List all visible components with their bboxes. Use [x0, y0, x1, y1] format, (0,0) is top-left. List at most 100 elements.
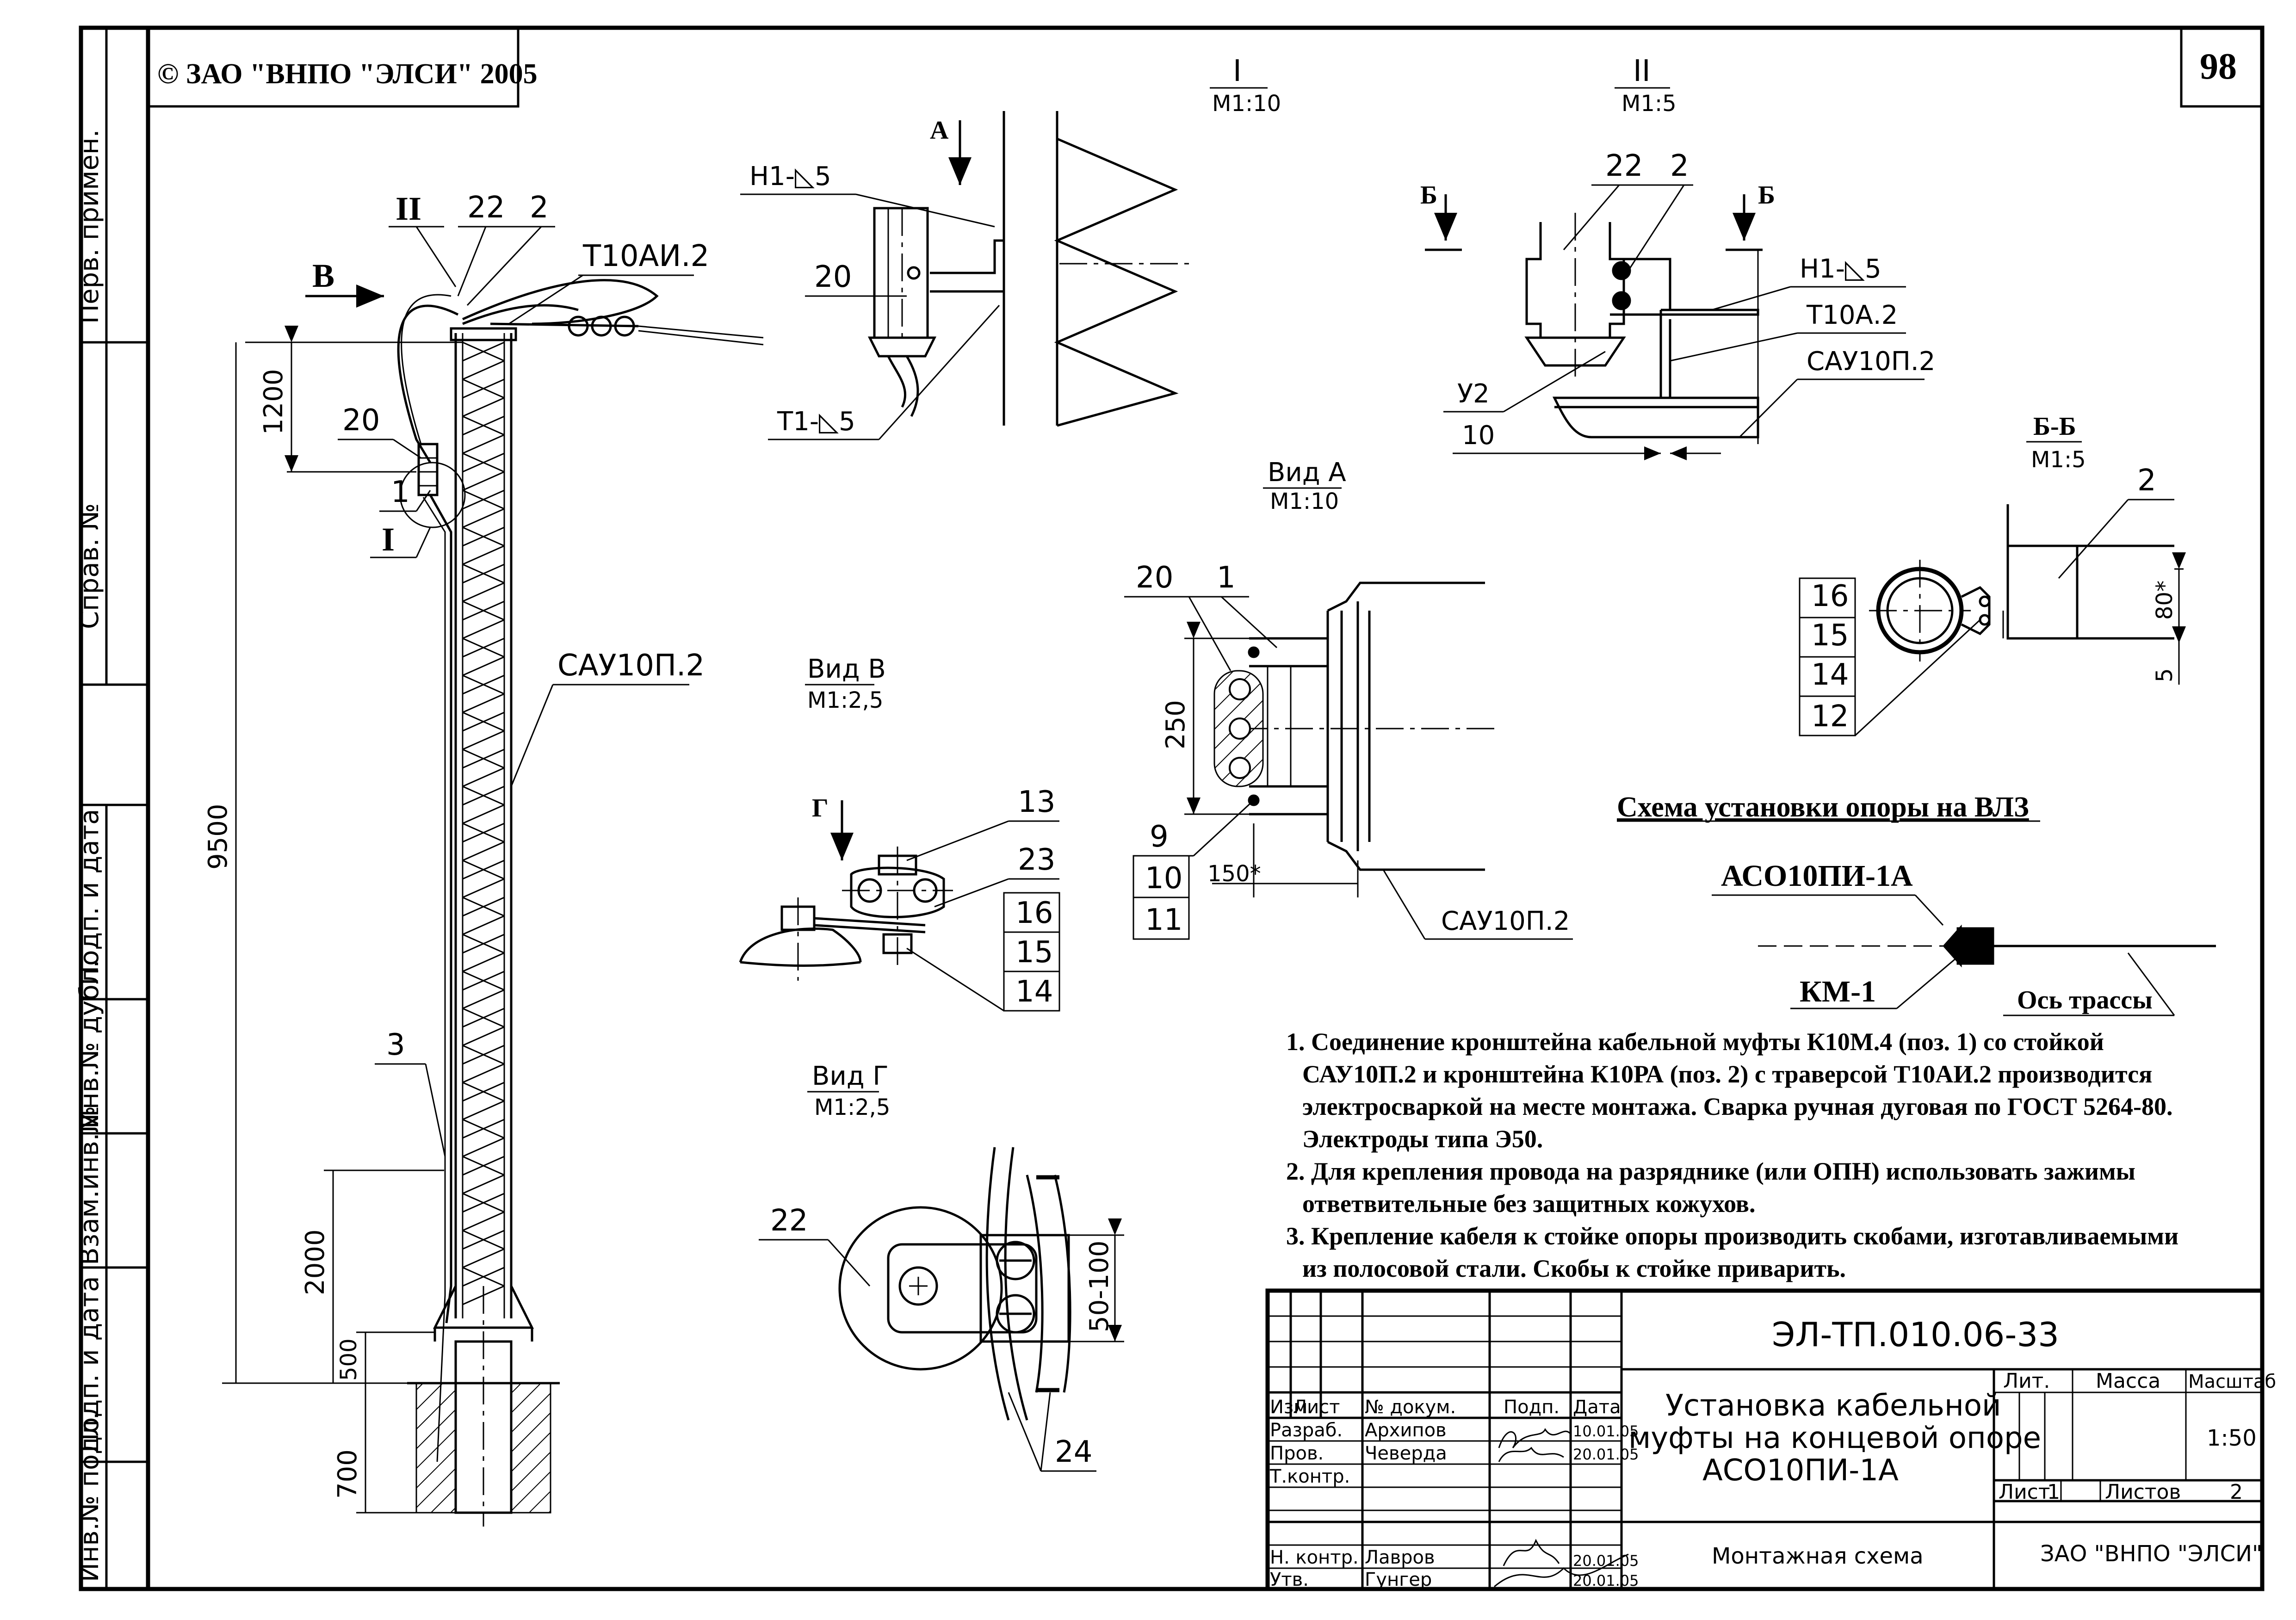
dim-1200: 1200	[259, 369, 289, 435]
detail-ii: II М1:5 Б Б 22 2 Н1-◺5 Т10А.2	[1420, 54, 1935, 460]
dim-9500: 9500	[203, 804, 233, 870]
outer-frame	[79, 25, 2265, 1591]
lattice-brace	[462, 822, 505, 843]
bb-pos-16: 16	[1811, 579, 1849, 613]
view-v: Вид В М1:2,5 Г 13 23 16 15 14	[739, 654, 1060, 1012]
signature-gunger	[1494, 1553, 1629, 1588]
lattice-brace	[462, 545, 505, 565]
lattice-brace	[462, 971, 505, 991]
arrow-g-label: Г	[812, 794, 829, 822]
masshtab-value: 1:50	[2207, 1425, 2257, 1451]
view-v-pos-14: 14	[1015, 975, 1053, 1009]
stamp-inv-dubl: Инв.№ дубл.	[74, 960, 105, 1129]
detail-i: I М1:10 А Н1-◺5 20 Т1-◺5	[740, 54, 1281, 440]
detail-i-title: I	[1233, 54, 1242, 88]
detail-ii-traverse: Т10А.2	[1806, 300, 1898, 330]
view-v-pos-13: 13	[1018, 785, 1055, 819]
page-number: 98	[2200, 46, 2237, 87]
lattice-brace	[462, 600, 505, 621]
role-2: Т.контр.	[1269, 1466, 1350, 1487]
lattice-brace	[462, 489, 505, 510]
lattice-brace	[462, 730, 505, 750]
pos-1: 1	[391, 475, 410, 509]
hdr-list: Лист	[1293, 1397, 1340, 1418]
view-g: Вид Г М1:2,5 50-100 22 24	[759, 1061, 1124, 1472]
callout-ii: II	[396, 190, 421, 227]
lattice-brace	[462, 1100, 505, 1120]
pos-22: 22	[467, 191, 505, 225]
view-a-pos-11: 11	[1145, 903, 1182, 937]
note-line-3: электросваркой на месте монтажа. Сварка …	[1302, 1093, 2173, 1120]
detail-ii-stand: САУ10П.2	[1807, 346, 1935, 377]
view-a-dim-150: 150*	[1207, 861, 1261, 887]
lattice-brace	[462, 471, 505, 491]
lattice-brace	[462, 434, 505, 454]
lattice-brace	[462, 415, 505, 436]
note-line-4: Электроды типа Э50.	[1302, 1125, 1543, 1153]
side-stamps: Перв. примен. Справ. № Подп. и дата Инв.…	[74, 130, 105, 1582]
callout-i: I	[382, 521, 395, 558]
note-line-7: 3. Крепление кабеля к стойке опоры произ…	[1286, 1222, 2178, 1250]
lattice-brace	[462, 1211, 505, 1231]
lattice-brace	[462, 582, 505, 602]
view-v-pos-23: 23	[1018, 843, 1055, 877]
detail-ii-dim-10: 10	[1462, 420, 1495, 451]
view-a-dim-250: 250	[1161, 700, 1191, 749]
pos-3: 3	[386, 1028, 405, 1062]
note-line-6: ответвительные без защитных кожухов.	[1302, 1190, 1755, 1218]
bb-dim-5: 5	[2152, 668, 2178, 682]
section-bb-scale: М1:5	[2031, 447, 2086, 473]
date-0: 10.01.05	[1573, 1422, 1639, 1440]
hdr-massa: Масса	[2096, 1369, 2160, 1393]
lattice-brace	[462, 897, 505, 917]
view-b-label: В	[312, 257, 334, 294]
bb-pos-14: 14	[1811, 658, 1849, 692]
lattice-brace	[462, 619, 505, 639]
hdr-masshtab: Масштаб	[2188, 1371, 2276, 1392]
stamp-sprav-no: Справ. №	[74, 503, 105, 629]
pos-2: 2	[530, 191, 549, 225]
lattice-brace	[462, 859, 505, 880]
lattice-brace	[462, 878, 505, 898]
lattice-brace	[462, 952, 505, 972]
vlz-scheme: Схема установки опоры на ВЛЗ АСО10ПИ-1А …	[1617, 791, 2216, 1016]
detail-i-pos-20: 20	[814, 260, 852, 294]
role-1: Пров.	[1270, 1443, 1324, 1464]
view-a-title: Вид А	[1268, 458, 1346, 488]
note-line-8: из полосовой стали. Скобы к стойке прива…	[1302, 1255, 1846, 1282]
view-a-pos-9: 9	[1150, 820, 1169, 854]
lattice-brace	[462, 711, 505, 732]
dim-700: 700	[333, 1449, 363, 1499]
listov-value: 2	[2230, 1480, 2243, 1504]
detail-ii-pos-2: 2	[1670, 149, 1689, 183]
view-g-title: Вид Г	[812, 1061, 888, 1091]
lattice-brace	[462, 637, 505, 658]
view-g-dim: 50-100	[1084, 1241, 1114, 1332]
view-g-pos-22: 22	[770, 1204, 808, 1238]
lattice-brace	[462, 1230, 505, 1250]
stamp-podp-data-2: Подп. и дата	[74, 1276, 105, 1453]
hdr-lit: Лит.	[2003, 1369, 2050, 1393]
view-a-scale: М1:10	[1270, 488, 1339, 514]
date-1: 20.01.05	[1573, 1446, 1639, 1463]
name-0: Архипов	[1365, 1420, 1447, 1441]
detail-ii-weld: Н1-◺5	[1800, 254, 1881, 284]
list-label: Лист	[1999, 1480, 2050, 1504]
name-5: Гунгер	[1365, 1569, 1432, 1590]
section-bb-title: Б-Б	[2033, 412, 2076, 441]
section-bb: Б-Б М1:5 80* 5 2 16 15 14 12	[1799, 412, 2186, 736]
bb-pos-15: 15	[1811, 618, 1849, 653]
stamp-perv-primen: Перв. примен.	[74, 130, 105, 324]
title-line-3: АСО10ПИ-1А	[1702, 1453, 1899, 1488]
note-line-1: 1. Соединение кронштейна кабельной муфты…	[1286, 1028, 2104, 1056]
lattice-brace	[462, 841, 505, 861]
vlz-scheme-title: Схема установки опоры на ВЛЗ	[1617, 791, 2029, 823]
lattice-brace	[462, 1193, 505, 1213]
stamp-podp-data-1: Подп. и дата	[74, 809, 105, 985]
traverse-label: Т10АИ.2	[582, 239, 709, 273]
lattice-brace	[462, 1026, 505, 1046]
date-5: 20.01.05	[1573, 1572, 1639, 1589]
detail-i-scale: М1:10	[1212, 91, 1281, 117]
detail-ii-title: II	[1633, 54, 1651, 88]
